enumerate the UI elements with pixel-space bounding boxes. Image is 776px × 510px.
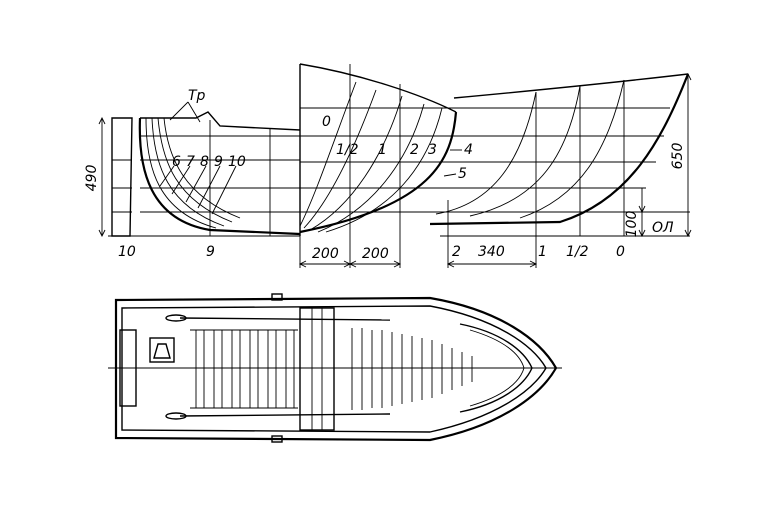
body-station-5-label: 5 [458, 166, 467, 182]
station-10-label: 10 [118, 244, 136, 260]
station-7-label: 7 [186, 154, 195, 170]
body-station-0-label: 0 [322, 114, 331, 130]
body-station-3-label: 3 [428, 142, 437, 158]
station-8-label: 8 [200, 154, 209, 170]
body-dim-a-label: 200 [312, 246, 339, 262]
body-station-half-label: 1/2 [336, 142, 359, 158]
body-dim-b-label: 200 [362, 246, 389, 262]
body-plan-view [298, 63, 462, 268]
station-6-label: 6 [172, 154, 181, 170]
body-station-4-label: 4 [464, 142, 473, 158]
body-station-1-label: 1 [378, 142, 387, 158]
baseline-label: ОЛ [652, 220, 674, 236]
bow-dim-spacing-label: 340 [478, 244, 505, 260]
bow-height-total-label: 650 [670, 143, 686, 170]
plan-view [108, 293, 562, 443]
bow-station-0-label: 0 [616, 244, 625, 260]
station-10b-label: 10 [228, 154, 246, 170]
station-9-label: 9 [206, 244, 215, 260]
bow-station-1-label: 1 [538, 244, 547, 260]
body-station-2-label: 2 [410, 142, 419, 158]
bow-height-base-label: 100 [624, 211, 640, 238]
stern-profile-view [98, 101, 301, 238]
bow-profile-view [429, 72, 692, 268]
bow-station-half-label: 1/2 [566, 244, 589, 260]
stern-height-label: 490 [84, 165, 100, 192]
station-9b-label: 9 [214, 154, 223, 170]
bow-station-2-label: 2 [452, 244, 461, 260]
transom-label: Тр [188, 88, 206, 104]
